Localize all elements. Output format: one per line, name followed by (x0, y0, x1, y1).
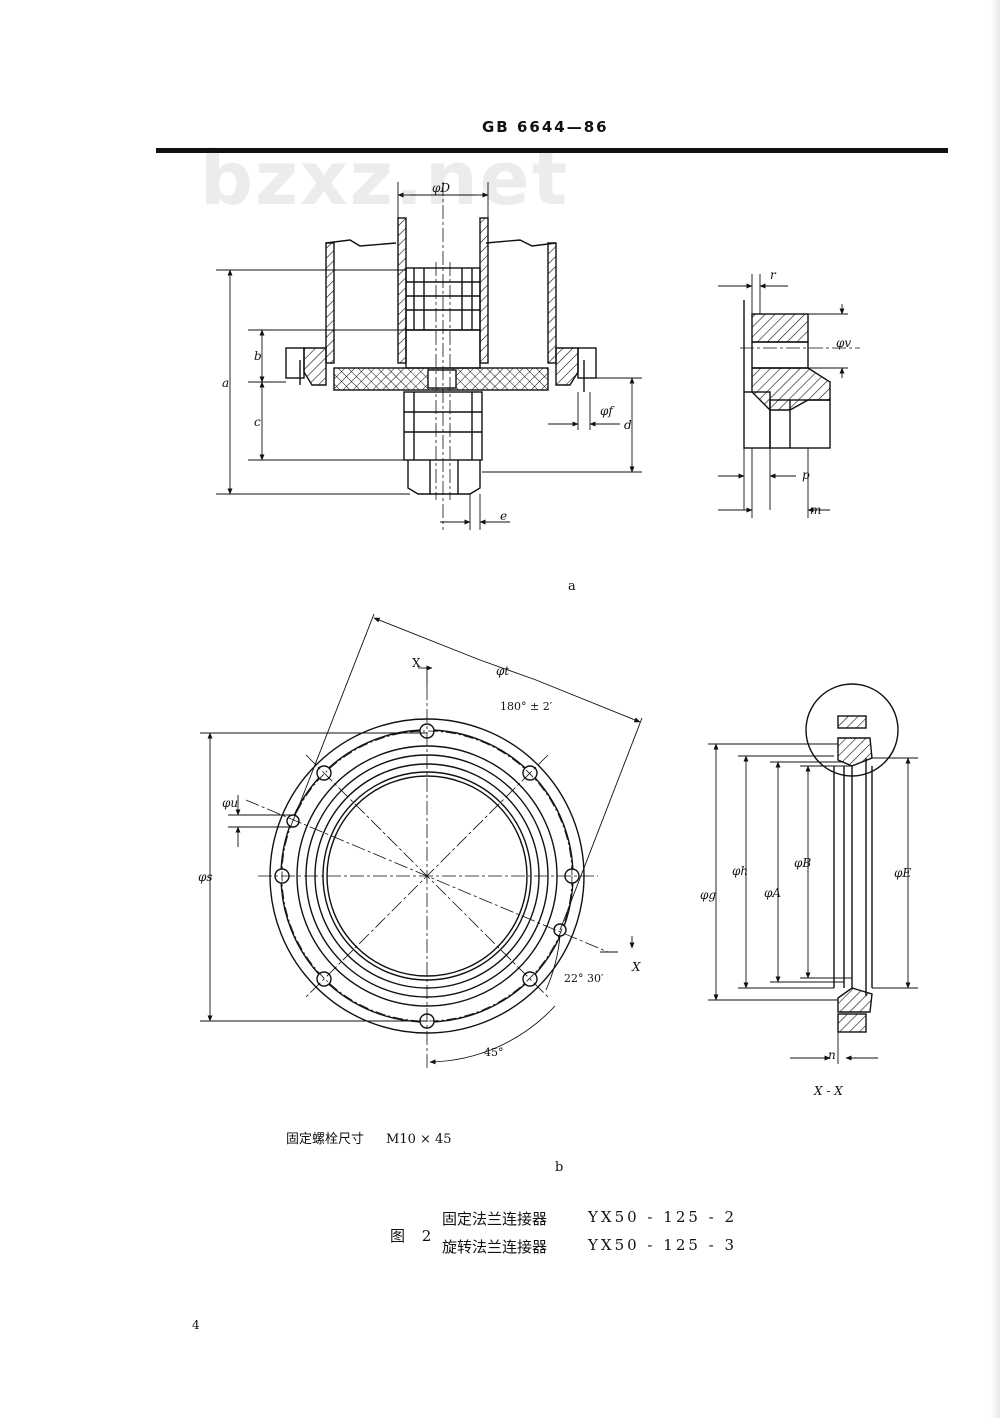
standard-code: GB 6644—86 (482, 118, 609, 136)
figure-b-section-dimensions (708, 743, 918, 1064)
dim-phi-a: φA (764, 886, 782, 900)
dim-phi-b: φB (794, 856, 812, 870)
figure-b-section (805, 683, 899, 1033)
figure-b-centerlines (245, 686, 609, 1068)
dim-d: d (624, 418, 632, 432)
dim-phi-g: φg (700, 888, 717, 902)
dim-phi-t: φt (496, 664, 510, 678)
bolt-size-value: M10 × 45 (386, 1132, 452, 1147)
header-rule (156, 148, 948, 153)
dim-phi-u: φu (222, 796, 239, 810)
caption-name-2: 旋转法兰连接器 (442, 1238, 548, 1256)
dim-m: m (810, 503, 822, 517)
page-number: 4 (192, 1318, 200, 1332)
figure-b-dimensions (200, 613, 643, 1065)
caption-model-2: YX50 - 125 - 3 (588, 1236, 738, 1254)
figure-a-centerlines (435, 182, 451, 530)
angle-22: 22° 30′ (564, 972, 604, 985)
section-label: X - X (814, 1084, 843, 1098)
section-mark-right: X (632, 960, 641, 974)
figure-a-dimensions (216, 182, 642, 530)
dim-r: r (770, 268, 776, 282)
dim-phi-v: φv (836, 336, 852, 350)
angle-45: 45° (484, 1046, 504, 1059)
figure-a-section (285, 217, 597, 495)
caption-line-1: 固定法兰连接器 YX50 - 125 - 2 (442, 1208, 734, 1229)
dim-phi-f: φf (600, 404, 613, 418)
dim-phi-s: φs (198, 870, 213, 884)
section-mark-top: X (412, 656, 421, 670)
dim-n: n (828, 1048, 836, 1062)
figure-a-detail (743, 300, 831, 449)
dim-phi-h: φh (732, 864, 749, 878)
dim-p: p (802, 468, 810, 482)
bolt-size-note: 固定螺栓尺寸 M10 × 45 (286, 1128, 452, 1147)
dim-c: c (254, 415, 261, 429)
figure-number: 图 2 (390, 1227, 438, 1245)
dim-b: b (254, 349, 262, 363)
caption-name-1: 固定法兰连接器 (442, 1210, 548, 1228)
caption-line-2: 旋转法兰连接器 YX50 - 125 - 3 (442, 1236, 734, 1257)
dim-a: a (222, 376, 230, 390)
angle-180: 180° ± 2′ (500, 700, 553, 713)
sublabel-a: a (568, 579, 576, 594)
bolt-size-label: 固定螺栓尺寸 (286, 1132, 365, 1147)
dim-phi-d: φD (432, 181, 451, 195)
figure-a-detail-dimensions (718, 274, 848, 518)
dim-e: e (500, 509, 508, 523)
page-edge-shadow (990, 0, 1000, 1418)
sublabel-b: b (555, 1160, 564, 1175)
caption-model-1: YX50 - 125 - 2 (588, 1208, 738, 1226)
dim-phi-e: φE (894, 866, 912, 880)
